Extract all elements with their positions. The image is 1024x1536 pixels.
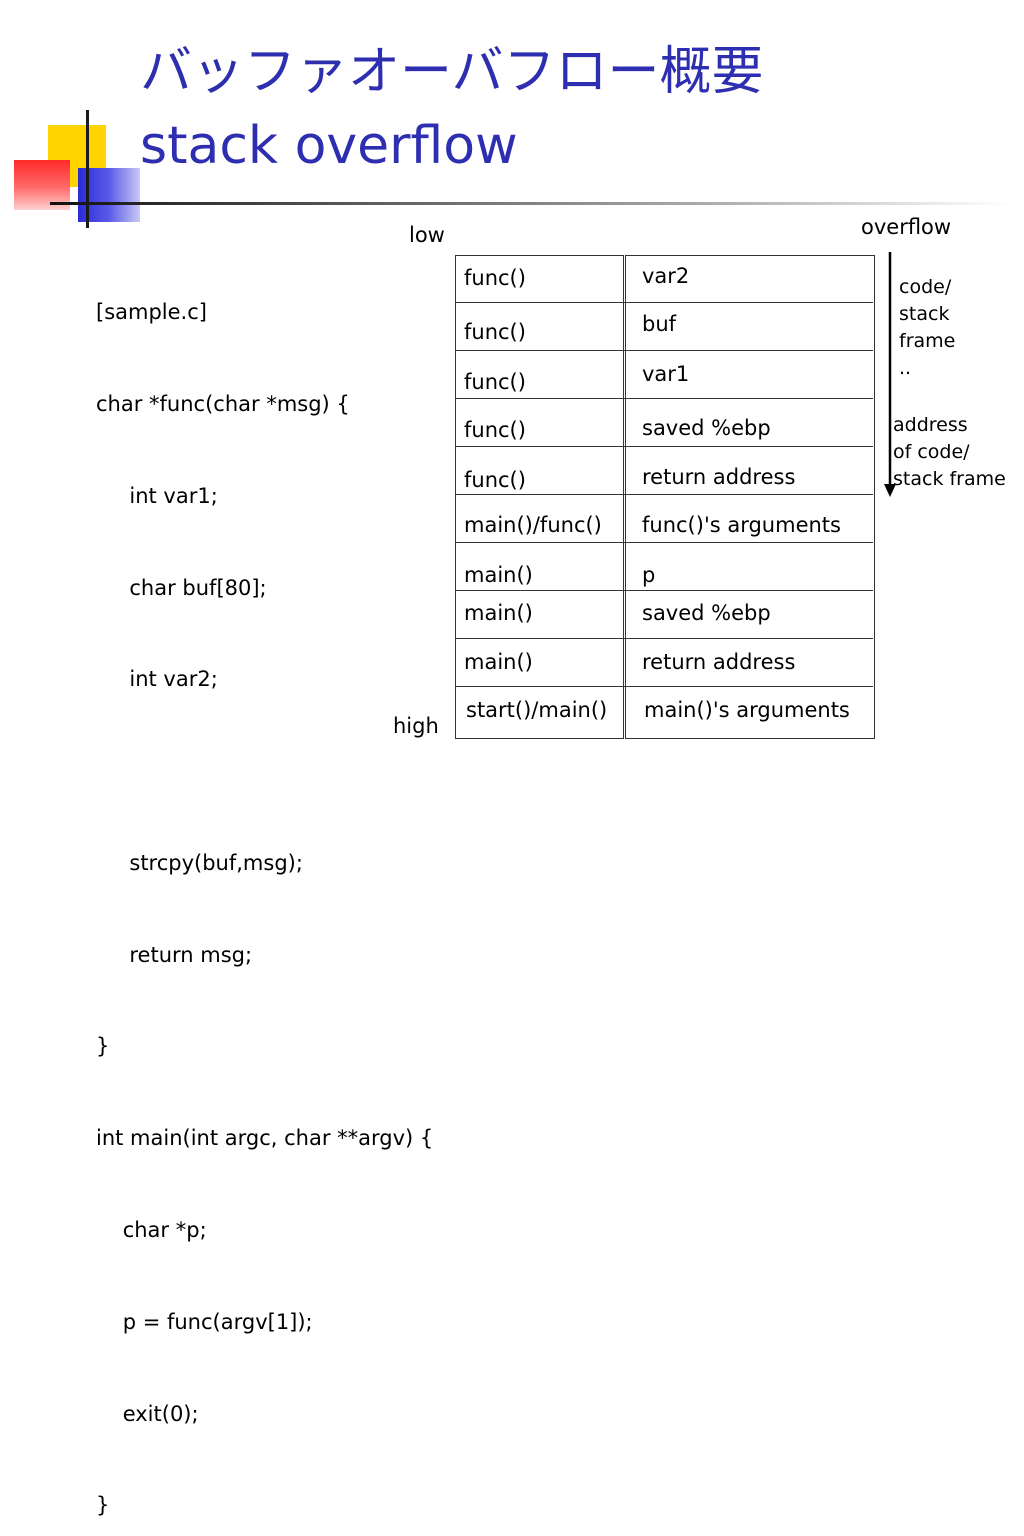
stack-content: buf (642, 312, 677, 336)
stack-owner: func() (464, 468, 526, 492)
title-line-2: stack overflow (140, 116, 518, 176)
overflow-arrow-icon (884, 252, 896, 497)
stack-owner-column (455, 255, 624, 739)
address-note: address of code/ stack frame (893, 412, 1006, 493)
title-underline (50, 202, 1010, 205)
code-line: return msg; (96, 942, 253, 967)
stack-content: var1 (642, 362, 690, 386)
stack-content: var2 (642, 264, 690, 288)
stack-row: main() saved %ebp (456, 592, 873, 639)
stack-row: func() saved %ebp (456, 400, 873, 447)
stack-owner: main()/func() (464, 513, 602, 537)
stack-owner: func() (464, 320, 526, 344)
note-line: stack (899, 303, 950, 325)
note-line: address (893, 414, 968, 436)
stack-content: return address (642, 465, 796, 489)
code-listing: [sample.c] char *func(char *msg) { int v… (96, 236, 433, 1536)
logo-vertical-line (86, 110, 89, 228)
stack-row: func() return address (456, 448, 873, 495)
code-line: } (96, 1493, 110, 1518)
code-line (96, 756, 433, 787)
stack-row: main()/func() func()'s arguments (456, 496, 873, 543)
code-line: char *func(char *msg) { (96, 391, 350, 416)
stack-content: return address (642, 650, 796, 674)
stack-row: func() var1 (456, 352, 873, 399)
code-line: exit(0); (96, 1401, 199, 1426)
stack-content: saved %ebp (642, 601, 771, 625)
stack-content: saved %ebp (642, 416, 771, 440)
stack-owner: main() (464, 563, 533, 587)
code-line: } (96, 1034, 110, 1059)
stack-content: func()'s arguments (642, 513, 841, 537)
code-line: int var2; (96, 667, 218, 692)
code-line: int var1; (96, 483, 218, 508)
stack-content: main()'s arguments (644, 698, 850, 722)
stack-owner: main() (464, 650, 533, 674)
code-line: char *p; (96, 1218, 207, 1242)
stack-row: func() var2 (456, 256, 873, 303)
note-line: frame (899, 330, 956, 352)
code-line: strcpy(buf,msg); (96, 850, 303, 875)
stack-owner: start()/main() (466, 698, 608, 722)
note-line: .. (899, 357, 912, 379)
stack-owner: func() (464, 370, 526, 394)
stack-content: p (642, 563, 656, 587)
stack-row: main() return address (456, 640, 873, 687)
logo-red-square (14, 160, 70, 210)
high-label: high (393, 714, 439, 738)
note-line: of code/ (893, 441, 970, 463)
stack-owner: func() (464, 418, 526, 442)
note-line: code/ (899, 276, 952, 298)
code-line: p = func(argv[1]); (96, 1309, 313, 1334)
code-line: int main(int argc, char **argv) { (96, 1126, 434, 1151)
stack-row: func() buf (456, 304, 873, 351)
stack-owner: func() (464, 266, 526, 290)
code-line: [sample.c] (96, 300, 207, 325)
overflow-label: overflow (861, 215, 952, 239)
code-line: char buf[80]; (96, 575, 267, 600)
stack-owner: main() (464, 601, 533, 625)
code-stack-frame-note: code/ stack frame .. (899, 274, 955, 382)
title-line-1: バッファオーバフロー概要 (140, 42, 764, 102)
low-label: low (409, 223, 445, 247)
stack-row: start()/main() main()'s arguments (456, 688, 873, 736)
stack-content-column (625, 255, 875, 739)
stack-row: main() p (456, 544, 873, 591)
note-line: stack frame (893, 468, 1006, 490)
